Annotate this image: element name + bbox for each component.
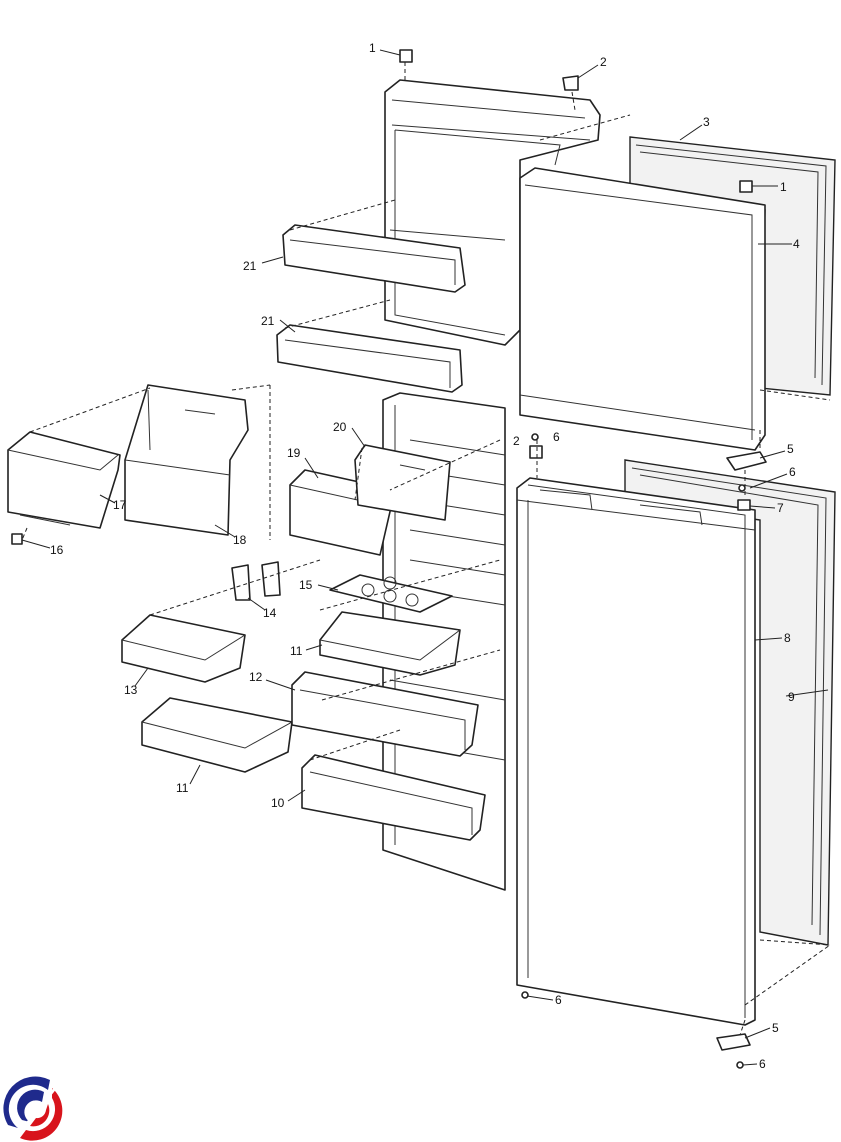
callout-9: 9 (788, 690, 795, 704)
callout-18: 18 (233, 533, 247, 547)
door-shelf-12 (291, 671, 479, 757)
shelf-clips (231, 561, 281, 601)
assembly-lines (21, 62, 831, 1036)
hinges-and-pins (11, 49, 767, 1069)
dairy-compartment-cover (7, 431, 121, 529)
freezer-door (519, 167, 766, 451)
callout-17: 17 (113, 498, 127, 512)
small-door-bin-20 (354, 444, 451, 521)
callout-12: 12 (249, 670, 263, 684)
dairy-compartment-box (124, 384, 249, 536)
callout-15: 15 (299, 578, 313, 592)
callout-19: 19 (287, 446, 301, 460)
callout-2: 2 (600, 55, 607, 69)
callout-10: 10 (271, 796, 285, 810)
callout-1: 1 (369, 41, 376, 55)
callout-1b: 1 (780, 180, 787, 194)
bottle-shelf-10 (301, 754, 486, 841)
callout-14: 14 (263, 606, 277, 620)
tray-13 (121, 614, 246, 683)
leader-lines (21, 49, 829, 1066)
callout-7: 7 (777, 501, 784, 515)
egg-tray-box-11-upper (319, 611, 461, 676)
callout-2b: 2 (513, 434, 520, 448)
callout-labels: 1 2 3 1 4 21 21 20 2 6 5 6 7 19 17 18 16… (50, 41, 800, 1071)
callout-8: 8 (784, 631, 791, 645)
tray-11-lower (141, 697, 293, 773)
egg-tray (329, 574, 453, 613)
callout-4: 4 (793, 237, 800, 251)
callout-5: 5 (787, 442, 794, 456)
brand-logo (3, 1076, 63, 1141)
fridge-door (516, 477, 756, 1026)
callout-6d: 6 (759, 1057, 766, 1071)
callout-6b: 6 (789, 465, 796, 479)
callout-5b: 5 (772, 1021, 779, 1035)
callout-11b: 11 (176, 781, 189, 795)
freezer-door-shelf-upper (282, 224, 466, 293)
callout-16: 16 (50, 543, 64, 557)
callout-21b: 21 (261, 314, 275, 328)
callout-6: 6 (553, 430, 560, 444)
callout-11: 11 (290, 644, 303, 658)
callout-6c: 6 (555, 993, 562, 1007)
callout-13: 13 (124, 683, 138, 697)
callout-20: 20 (333, 420, 347, 434)
callout-3: 3 (703, 115, 710, 129)
freezer-door-shelf-lower (276, 324, 463, 393)
callout-21: 21 (243, 259, 257, 273)
